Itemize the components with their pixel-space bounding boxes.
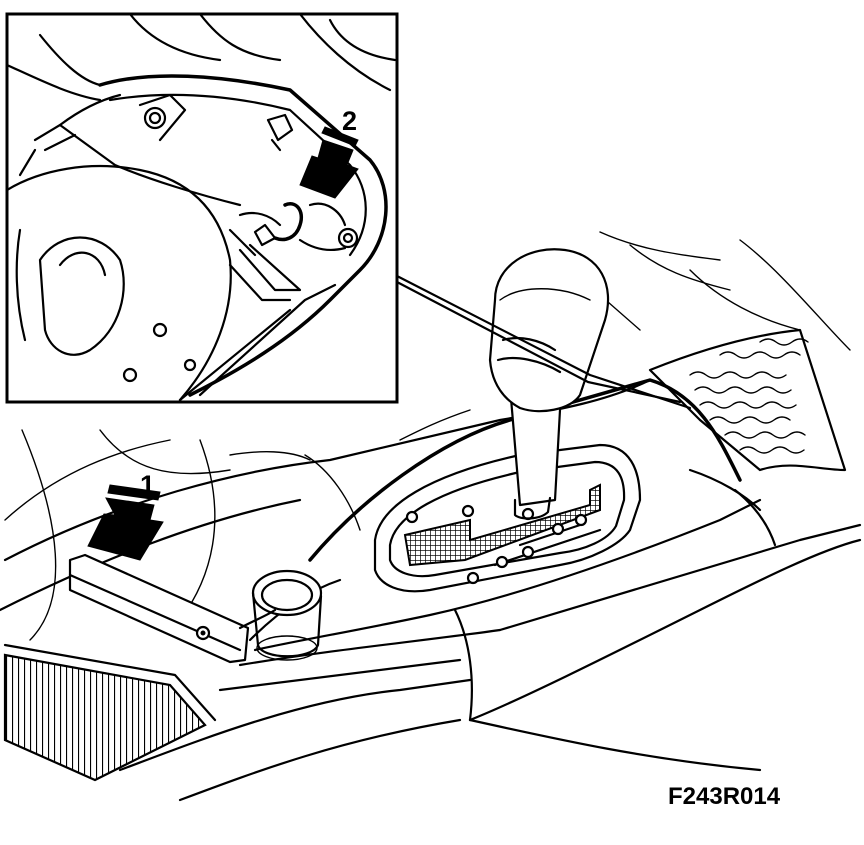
detail-inset: 2: [5, 12, 399, 404]
callout-2-label: 2: [342, 106, 357, 136]
figure-reference-code: F243R014: [668, 783, 781, 810]
center-console-drawing: [0, 231, 862, 802]
arrow-1-icon: [87, 484, 164, 561]
arrow-2-icon: [299, 126, 359, 199]
callout-1-label: 1: [140, 470, 155, 500]
wavy-mat-texture: [689, 338, 809, 454]
